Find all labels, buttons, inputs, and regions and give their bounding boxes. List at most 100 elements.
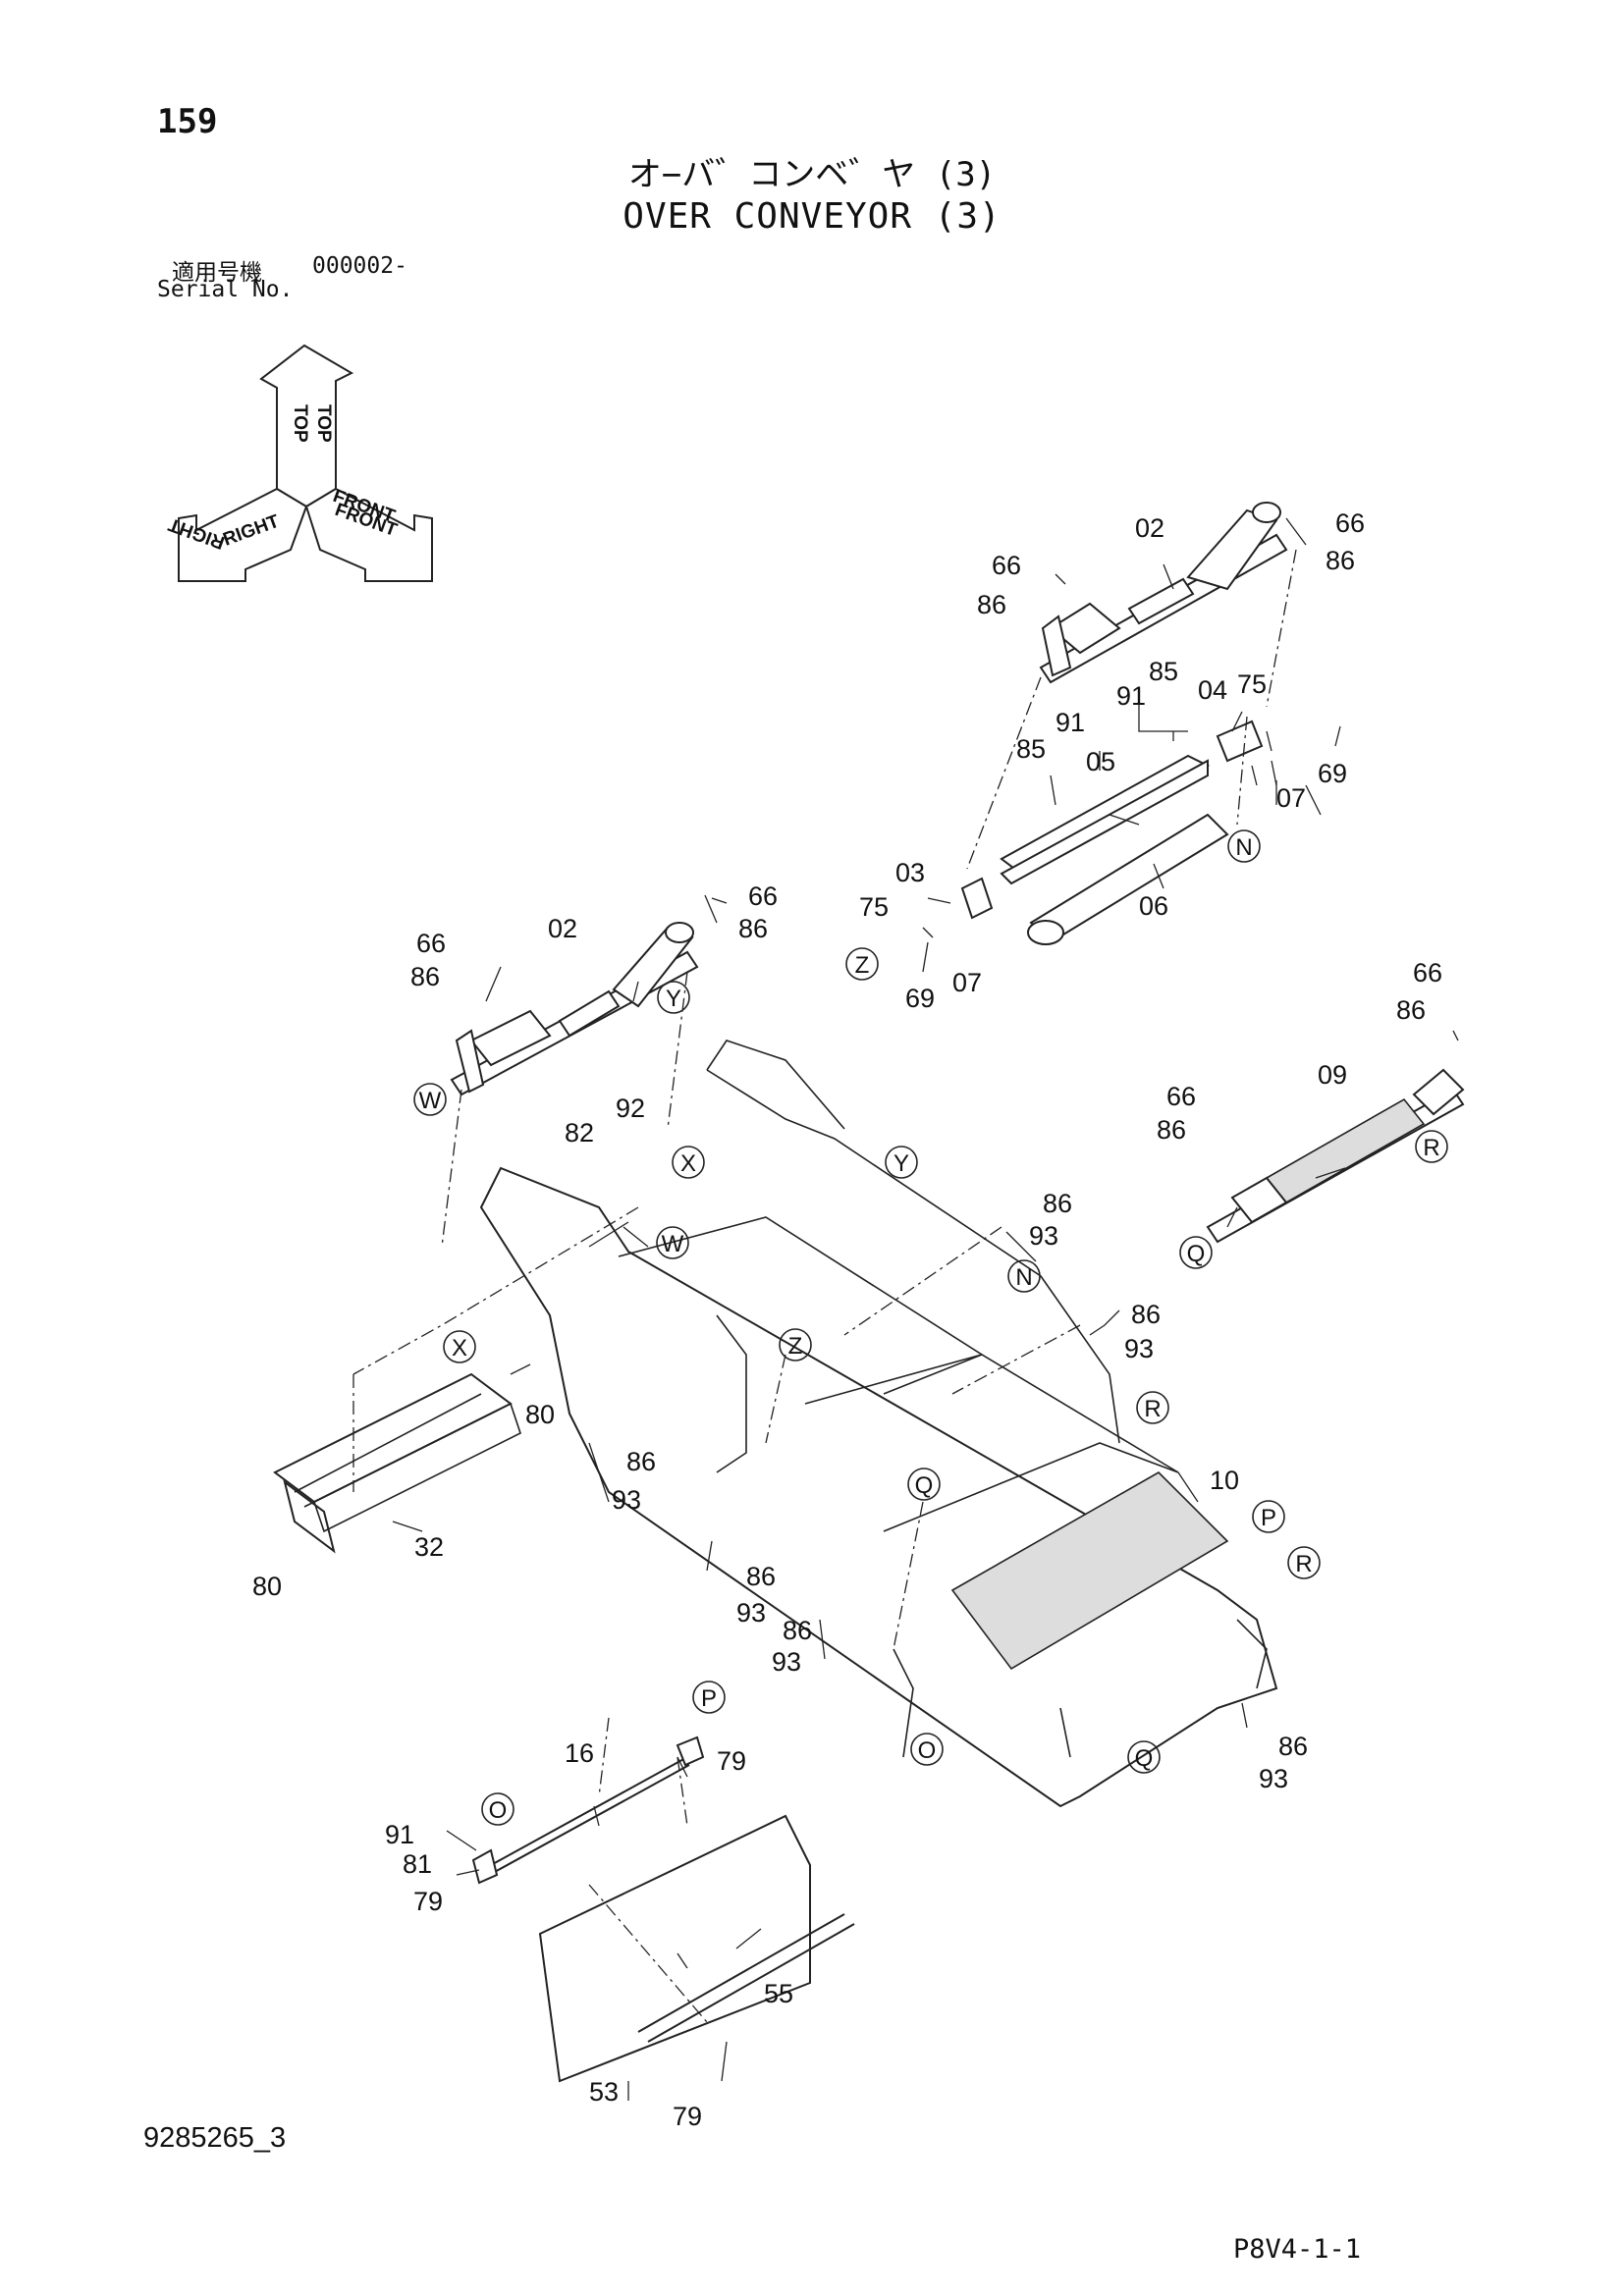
part-label: 53 [589, 2077, 619, 2107]
ref-marker: P [692, 1681, 726, 1714]
ref-marker: Q [1179, 1236, 1213, 1269]
svg-text:X: X [452, 1335, 467, 1362]
ref-marker: P [1252, 1500, 1285, 1533]
ref-marker: N [1007, 1259, 1041, 1293]
part-label: 93 [1029, 1221, 1058, 1251]
part-label: 69 [1318, 759, 1347, 788]
part-label: 86 [1131, 1300, 1161, 1329]
svg-text:W: W [419, 1088, 442, 1114]
guide-lines [352, 549, 1297, 2023]
svg-text:R: R [1423, 1135, 1439, 1161]
part-label: 80 [252, 1572, 282, 1601]
part-label: 91 [1116, 681, 1146, 711]
svg-text:Y: Y [666, 986, 681, 1012]
orientation-top-label-b: TOP [313, 404, 334, 443]
part-label: 06 [1139, 891, 1168, 921]
svg-text:R: R [1144, 1396, 1161, 1422]
part-label: 75 [1237, 669, 1267, 699]
svg-text:P: P [701, 1685, 717, 1712]
ref-marker: Q [907, 1468, 941, 1501]
title-japanese: オ−バ゛コンベ゛ヤ (3) [627, 155, 997, 194]
part-label: 93 [1259, 1764, 1288, 1793]
ref-marker: R [1287, 1546, 1321, 1579]
svg-text:X: X [680, 1150, 696, 1177]
part-label: 75 [859, 892, 889, 922]
part-label: 91 [1056, 708, 1085, 737]
ref-marker: Z [845, 947, 879, 981]
part-label: 04 [1198, 675, 1227, 705]
document-code: 9285265_3 [143, 2122, 287, 2154]
part-label: 02 [1135, 513, 1164, 543]
part-label: 10 [1210, 1466, 1239, 1495]
part-label: 55 [764, 1979, 793, 2008]
part-label: 92 [616, 1094, 645, 1123]
ref-marker: W [656, 1226, 689, 1259]
part-label: 69 [905, 984, 935, 1013]
part-number-labels: 02 66 86 66 86 91 85 04 75 85 91 05 07 6… [252, 508, 1442, 2131]
part-label: 81 [403, 1849, 432, 1879]
part-label: 93 [736, 1598, 766, 1628]
belt-cover-assembly [471, 1735, 855, 2083]
part-label: 07 [952, 968, 982, 997]
part-label: 82 [565, 1118, 594, 1148]
svg-text:O: O [489, 1797, 508, 1824]
part-label: 86 [1278, 1732, 1308, 1761]
leader-lines [392, 517, 1459, 2101]
ref-marker: Z [779, 1328, 812, 1362]
idler-frame-group [960, 720, 1264, 945]
part-label: 66 [1413, 958, 1442, 988]
part-label: 85 [1149, 657, 1178, 686]
ref-marker: X [672, 1146, 705, 1179]
part-label: 86 [1043, 1189, 1072, 1218]
part-label: 93 [772, 1647, 801, 1677]
serial-value: 000002- [312, 253, 407, 279]
part-label: 86 [1396, 995, 1426, 1025]
part-label: 66 [1335, 508, 1365, 538]
part-label: 86 [1326, 546, 1355, 575]
svg-text:O: O [918, 1737, 937, 1764]
ref-marker: Q [1127, 1740, 1161, 1774]
svg-text:Q: Q [1135, 1745, 1154, 1772]
part-label: 32 [414, 1532, 444, 1562]
main-conveyor-frame [479, 1040, 1278, 1808]
part-label: 91 [385, 1820, 414, 1849]
svg-text:N: N [1015, 1264, 1032, 1291]
hopper-assembly [273, 1372, 521, 1554]
ref-marker: O [481, 1792, 514, 1826]
svg-text:R: R [1295, 1551, 1312, 1577]
part-label: 86 [1157, 1115, 1186, 1145]
svg-text:Q: Q [915, 1472, 934, 1499]
carrier-roller-middle [450, 922, 699, 1096]
part-label: 66 [748, 881, 778, 911]
part-label: 93 [1124, 1334, 1154, 1363]
part-label: 85 [1016, 734, 1046, 764]
ref-marker: W [413, 1083, 447, 1116]
part-label: 93 [612, 1485, 641, 1515]
part-label: 07 [1276, 783, 1306, 813]
part-label: 86 [977, 590, 1006, 619]
svg-text:Z: Z [855, 952, 870, 979]
serial-label-english: Serial No. [157, 277, 294, 302]
part-label: 86 [738, 914, 768, 943]
ref-marker: R [1136, 1391, 1169, 1424]
part-label: 66 [416, 929, 446, 958]
part-label: 86 [410, 962, 440, 991]
orientation-top-label-a: TOP [290, 404, 310, 443]
ref-marker: R [1415, 1130, 1448, 1163]
part-label: 66 [1166, 1082, 1196, 1111]
svg-text:Q: Q [1187, 1241, 1206, 1267]
part-label: 66 [992, 551, 1021, 580]
part-label: 80 [525, 1400, 555, 1429]
part-label: 16 [565, 1738, 594, 1768]
ref-marker: X [443, 1330, 476, 1363]
serial-label-japanese: 適用号機 [172, 260, 262, 286]
part-label: 86 [746, 1562, 776, 1591]
ref-marker: Y [885, 1146, 918, 1179]
part-label: 03 [895, 858, 925, 887]
ref-marker: Y [657, 981, 690, 1014]
svg-text:Y: Y [893, 1150, 909, 1177]
part-label: 09 [1318, 1060, 1347, 1090]
part-label: 79 [413, 1887, 443, 1916]
